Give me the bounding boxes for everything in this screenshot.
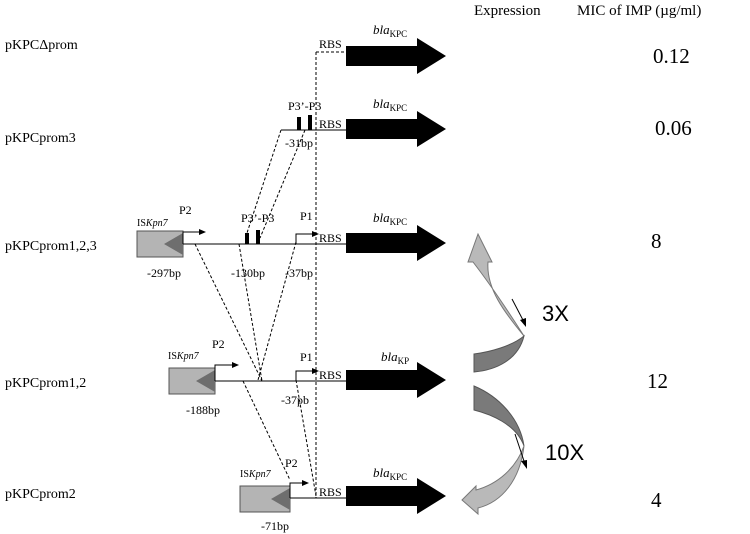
- rbs-label: RBS: [319, 231, 342, 245]
- bla-kp-gene-label: blaKP: [381, 349, 409, 366]
- rbs-label: RBS: [319, 368, 342, 382]
- mic-value: 12: [647, 369, 668, 393]
- fold-change-10x: 10X: [545, 440, 584, 465]
- mic-value: 4: [651, 488, 662, 512]
- bla-kpc-gene-label: blaKPC: [373, 465, 407, 482]
- expression-header: Expression: [474, 3, 541, 19]
- construct-name: pKPCprom1,2,3: [5, 239, 97, 254]
- construct-name: pKPCprom2: [5, 487, 76, 502]
- position-label: -71bp: [261, 519, 289, 533]
- bla-kpc-gene-label: blaKPC: [373, 22, 407, 39]
- p3-label: P3’-P3: [241, 211, 274, 225]
- bla-kpc-gene-arrow: [346, 111, 446, 147]
- rbs-label: RBS: [319, 485, 342, 499]
- position-label: -31bp: [285, 136, 313, 150]
- bla-kp-gene-arrow: [346, 362, 446, 398]
- position-label: -37pb: [281, 393, 309, 407]
- mic-value: 0.12: [653, 44, 690, 68]
- bla-kpc-gene-arrow: [346, 225, 446, 261]
- promoter-arrow: [312, 231, 319, 237]
- p2-label: P2: [179, 203, 192, 217]
- promoter-arrow: [232, 362, 239, 368]
- small-arrow: [521, 460, 527, 469]
- mic-value: 8: [651, 229, 662, 253]
- iskpn7-label: ISKpn7: [137, 218, 169, 229]
- p1-label: P1: [300, 350, 313, 364]
- position-label: -188bp: [186, 403, 220, 417]
- bla-kpc-gene-arrow: [346, 38, 446, 74]
- p2-label: P2: [285, 456, 298, 470]
- curved-arrow-dark: [473, 334, 525, 373]
- construct-name: pKPCprom3: [5, 131, 76, 146]
- p3-label: P3’-P3: [288, 99, 321, 113]
- rbs-label: RBS: [319, 37, 342, 51]
- bla-kpc-gene-label: blaKPC: [373, 96, 407, 113]
- iskpn7-label: ISKpn7: [240, 469, 272, 480]
- fold-change-3x: 3X: [542, 301, 569, 326]
- iskpn7-label: ISKpn7: [168, 351, 200, 362]
- alignment-dashed-lines: [194, 51, 345, 498]
- expression-comparison: [461, 232, 527, 516]
- position-label: -37bp: [285, 266, 313, 280]
- construct-name: pKPCprom1,2: [5, 376, 86, 391]
- curved-arrow-light: [467, 232, 525, 337]
- p3-box: [297, 117, 301, 130]
- mic-value: 0.06: [655, 116, 692, 140]
- promoter-arrow: [312, 368, 319, 374]
- rbs-label: RBS: [319, 117, 342, 131]
- curved-arrow-light: [461, 445, 525, 516]
- small-arrow: [520, 318, 526, 327]
- iskpn7-triangle: [196, 370, 215, 392]
- bla-kpc-gene-arrow: [346, 478, 446, 514]
- bla-kpc-gene-label: blaKPC: [373, 210, 407, 227]
- construct-name: pKPCΔprom: [5, 38, 78, 53]
- p3-box: [308, 115, 312, 130]
- iskpn7-triangle: [271, 488, 290, 510]
- p1-label: P1: [300, 209, 313, 223]
- promoter-arrow: [199, 229, 206, 235]
- p3-box: [256, 230, 260, 244]
- position-label: -130bp: [231, 266, 265, 280]
- position-label: -297bp: [147, 266, 181, 280]
- promoter-arrow: [302, 480, 309, 486]
- p2-label: P2: [212, 337, 225, 351]
- mic-header: MIC of IMP (µg/ml): [577, 3, 701, 19]
- iskpn7-triangle: [164, 233, 183, 255]
- p3-box: [245, 233, 249, 244]
